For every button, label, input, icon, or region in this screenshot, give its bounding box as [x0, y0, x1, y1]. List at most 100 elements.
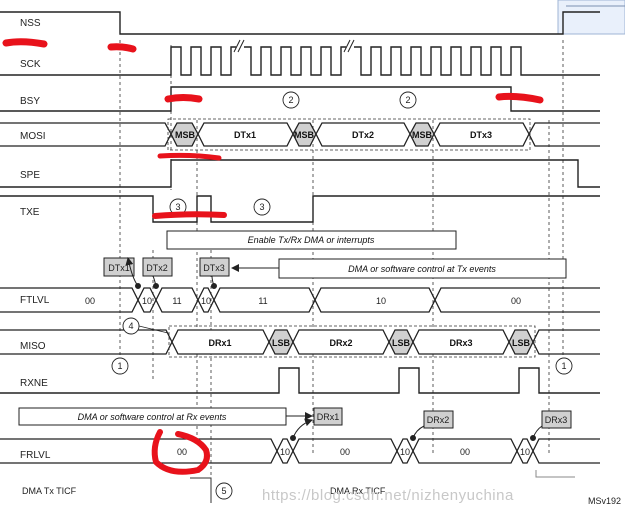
tx-box-dtx3-label: DTx3 [203, 263, 225, 273]
bus-frlvl [0, 438, 600, 464]
label-rxne: RXNE [20, 378, 48, 389]
note-tx-events: DMA or software control at Tx events [348, 264, 496, 274]
frlvl-10-b: 10 [400, 447, 410, 457]
rx-boxes [313, 407, 572, 429]
break-mark-sck-2 [343, 39, 355, 53]
label-mosi: MOSI [20, 131, 46, 142]
ftlvl-00-b: 00 [511, 296, 521, 306]
marker-2a-circle [282, 91, 300, 109]
mosi-msb-label-1: MSB [175, 130, 196, 140]
highlight-nss-edge [107, 43, 137, 53]
marker-3b: 3 [259, 202, 264, 212]
rx-box-drx2-label: DRx2 [427, 415, 450, 425]
rx-box-drx3 [541, 410, 572, 429]
ftlvl-00-a: 00 [85, 296, 95, 306]
tx-box-dtx2-label: DTx2 [146, 263, 168, 273]
mosi-msb-label-3: MSB [412, 130, 433, 140]
marker-3b-circle [253, 198, 271, 216]
footer-dma-rx: DMA Rx TICF [330, 486, 386, 496]
note-enable-dma: Enable Tx/Rx DMA or interrupts [248, 235, 375, 245]
label-bsy: BSY [20, 96, 40, 107]
frlvl-00-c: 00 [460, 447, 470, 457]
marker-4-leader [138, 325, 169, 334]
marker-2a: 2 [288, 95, 293, 105]
frlvl-00-a: 00 [177, 447, 187, 457]
bus-ftlvl [0, 287, 600, 313]
wave-dma-tx [190, 477, 212, 503]
watermark: https://blog.csdn.net/nizhenyuchina [262, 487, 514, 504]
note-rx-events: DMA or software control at Rx events [78, 412, 227, 422]
highlight-nss-left [2, 38, 48, 48]
bus-mosi [0, 122, 600, 147]
marker-5: 5 [221, 486, 226, 496]
frlvl-10-a: 10 [280, 447, 290, 457]
marker-4: 4 [128, 321, 133, 331]
label-sck: SCK [20, 59, 41, 70]
marker-3a: 3 [175, 202, 180, 212]
tx-box-dtx2 [142, 257, 173, 277]
mosi-dtx2-label: DTx2 [352, 130, 374, 140]
marker-1b: 1 [561, 361, 566, 371]
miso-dashed-outline [168, 325, 536, 358]
red-highlights [2, 38, 544, 475]
label-frlvl: FRLVL [20, 450, 51, 461]
footer-dma-tx: DMA Tx TICF [22, 486, 77, 496]
tx-box-arrows [125, 257, 217, 289]
frlvl-10-c: 10 [520, 447, 530, 457]
ftlvl-11-a: 11 [172, 296, 181, 306]
marker-1a-circle [111, 357, 129, 375]
ftlvl-11-b: 11 [258, 296, 267, 306]
highlight-spe [157, 152, 222, 161]
footer-code: MSv192 [588, 496, 621, 506]
marker-5-circle [215, 482, 233, 500]
wave-bsy [0, 86, 600, 112]
label-spe: SPE [20, 170, 40, 181]
mosi-msb-label-2: MSB [294, 130, 315, 140]
ftlvl-10-a: 10 [142, 296, 152, 306]
frlvl-00-b: 00 [340, 447, 350, 457]
mosi-dtx3-label: DTx3 [470, 130, 492, 140]
ftlvl-10-b: 10 [201, 296, 211, 306]
miso-lsb-label-2: LSB [392, 338, 411, 348]
wave-sck [0, 46, 600, 76]
break-mark-sck-1 [233, 39, 245, 53]
miso-lsb-label-3: LSB [512, 338, 531, 348]
label-ftlvl: FTLVL [20, 295, 50, 306]
mosi-dtx1-label: DTx1 [234, 130, 256, 140]
bus-miso [0, 329, 600, 355]
rx-box-drx3-label: DRx3 [545, 415, 568, 425]
marker-2b: 2 [405, 95, 410, 105]
label-txe: TXE [20, 207, 40, 218]
highlight-bsy-start [164, 94, 203, 103]
miso-drx1-label: DRx1 [208, 338, 231, 348]
note-enable-dma-box [166, 230, 457, 250]
rx-box-drx1 [313, 407, 343, 426]
highlight-frlvl-circle [151, 429, 210, 475]
wave-dma-rx [535, 470, 575, 478]
signal-labels: NSS SCK BSY MOSI SPE TXE FTLVL MISO RXNE… [20, 18, 51, 461]
ftlvl-10-c: 10 [376, 296, 386, 306]
wave-spe [0, 159, 600, 188]
window-fragment [557, 0, 625, 35]
rx-box-arrows [290, 418, 543, 441]
wave-txe [0, 195, 600, 223]
label-nss: NSS [20, 18, 41, 29]
marker-1a: 1 [117, 361, 122, 371]
rx-box-drx1-label: DRx1 [317, 412, 340, 422]
miso-drx2-label: DRx2 [329, 338, 352, 348]
tx-box-dtx1-label: DTx1 [108, 263, 130, 273]
rx-box-drx2 [423, 410, 454, 429]
wave-rxne [0, 367, 600, 394]
highlight-txe [152, 211, 227, 219]
label-miso: MISO [20, 341, 46, 352]
highlight-bsy-end [495, 92, 544, 104]
wave-nss [0, 11, 600, 35]
miso-lsb-label-1: LSB [272, 338, 291, 348]
marker-labels: 2 2 3 3 4 1 1 5 [117, 95, 566, 496]
marker-1b-circle [555, 357, 573, 375]
miso-drx3-label: DRx3 [449, 338, 472, 348]
mosi-dashed-outline [167, 118, 531, 151]
tx-box-dtx3 [199, 257, 230, 277]
